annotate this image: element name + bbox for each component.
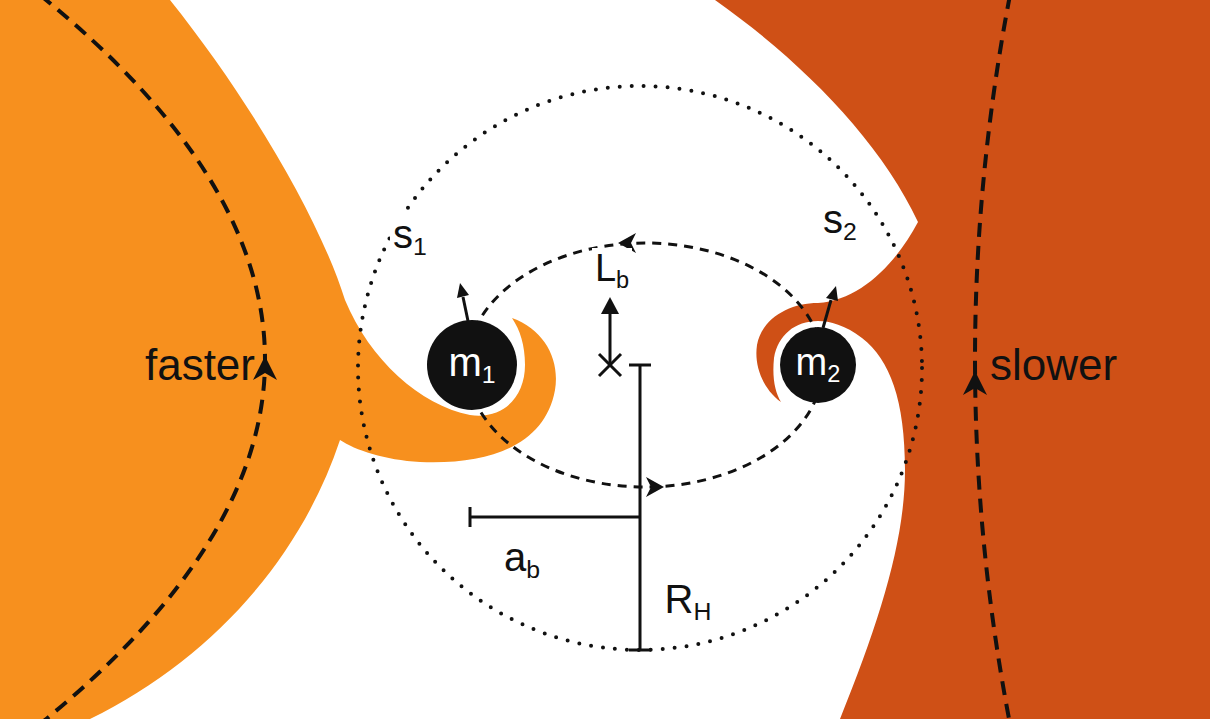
symbol-label: ab bbox=[501, 536, 543, 584]
symbol-label: s2 bbox=[820, 198, 860, 246]
spin-arrow bbox=[823, 300, 831, 328]
speed-label: faster bbox=[145, 343, 255, 387]
arrowhead bbox=[457, 283, 469, 298]
subscript: 1 bbox=[482, 361, 496, 388]
symbol-letter: R bbox=[665, 577, 694, 621]
symbol-letter: s bbox=[823, 197, 843, 241]
speed-label: slower bbox=[990, 343, 1117, 387]
mass-label: m2 bbox=[796, 343, 841, 386]
separation-bar bbox=[469, 507, 472, 527]
subscript: 2 bbox=[827, 361, 840, 387]
subscript: b bbox=[616, 267, 629, 293]
binary-orbit bbox=[467, 243, 823, 487]
mass-label: m1 bbox=[448, 342, 495, 388]
subscript: 2 bbox=[843, 218, 857, 245]
arrowhead bbox=[253, 356, 277, 380]
radius-bar bbox=[629, 649, 651, 652]
subscript: H bbox=[693, 598, 711, 625]
disk-region-label: faster bbox=[145, 343, 255, 387]
hill-sphere bbox=[358, 86, 922, 650]
subscript: b bbox=[526, 556, 540, 583]
radius-bar bbox=[639, 365, 642, 650]
separation-bar bbox=[470, 516, 640, 519]
symbol-letter: m bbox=[448, 340, 481, 384]
arrowhead bbox=[646, 477, 664, 497]
subscript: 1 bbox=[413, 233, 427, 260]
radius-bar bbox=[629, 364, 651, 367]
symbol-letter: L bbox=[595, 247, 616, 289]
black-hole: m2 bbox=[780, 327, 856, 403]
symbol-label: s1 bbox=[390, 213, 430, 261]
angular-momentum-arrow bbox=[609, 312, 612, 365]
arrowhead bbox=[826, 286, 838, 301]
outer-disk-region bbox=[0, 0, 556, 719]
disk-region-label: slower bbox=[990, 343, 1117, 387]
spin-arrow bbox=[463, 297, 468, 321]
flow-arc bbox=[40, 0, 265, 719]
symbol-label: Lb bbox=[592, 248, 632, 293]
symbol-letter: m bbox=[796, 341, 828, 383]
arrowhead bbox=[963, 371, 987, 395]
outer-disk-region bbox=[715, 0, 1210, 719]
black-hole: m1 bbox=[427, 320, 517, 410]
symbol-label: RH bbox=[662, 578, 715, 626]
symbol-letter: s bbox=[393, 212, 413, 256]
symbol-letter: a bbox=[504, 535, 526, 579]
arrowhead bbox=[601, 297, 619, 314]
